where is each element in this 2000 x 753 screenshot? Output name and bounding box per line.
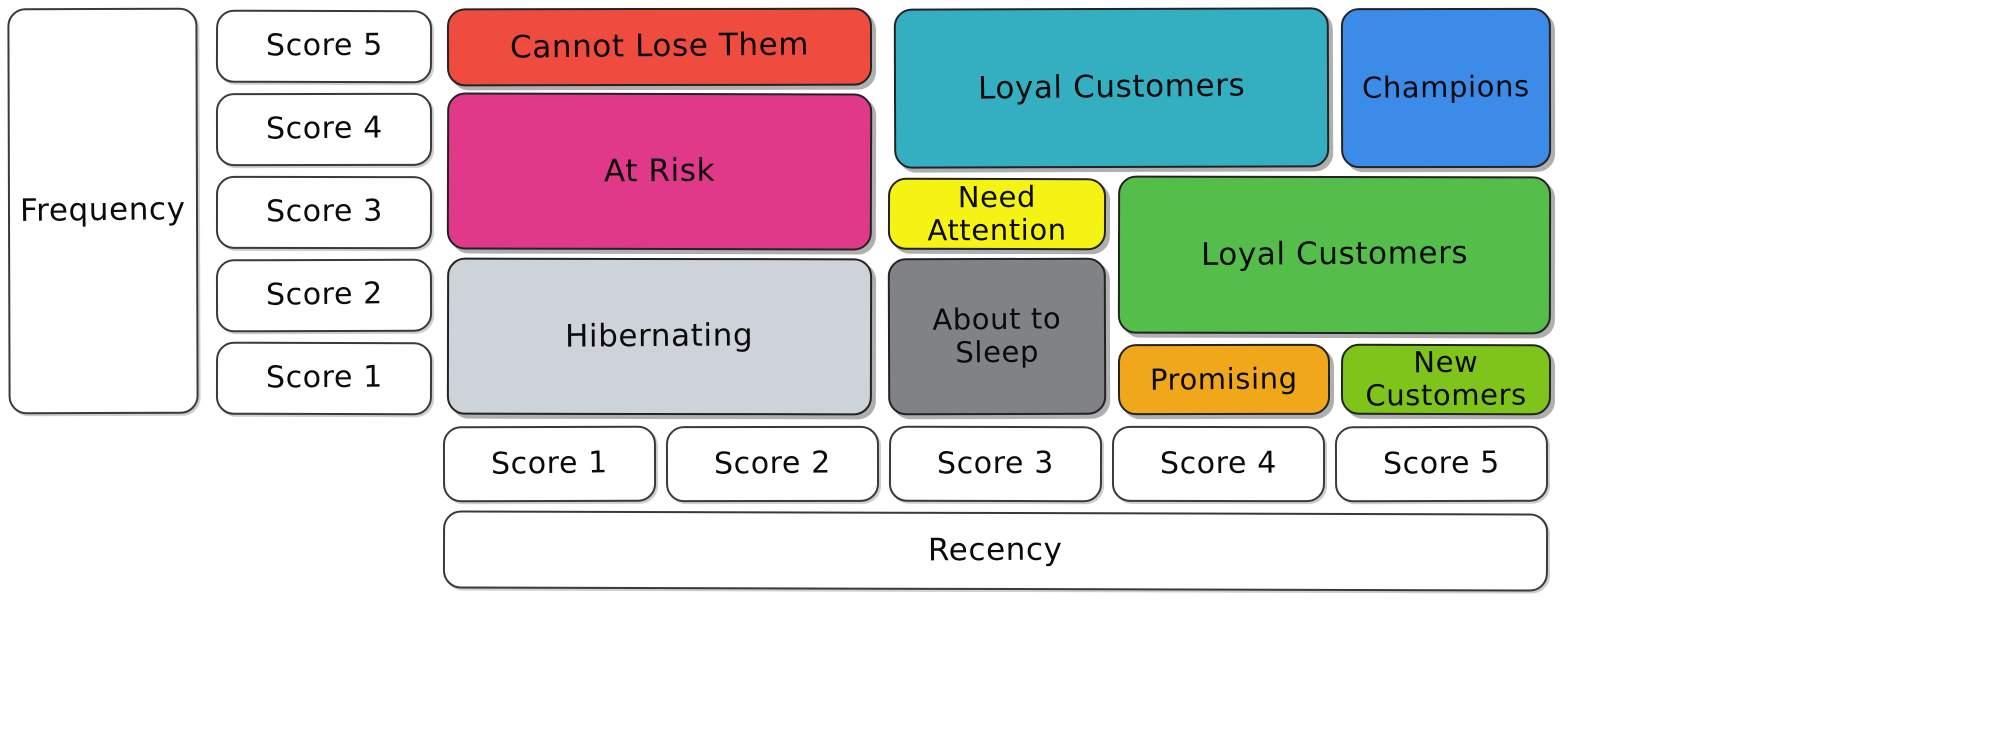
segment-new-customers[interactable]: New Customers: [1340, 343, 1552, 416]
segment-at-risk[interactable]: At Risk: [446, 92, 873, 251]
recency-axis-text: Recency: [928, 531, 1063, 569]
recency-score-3[interactable]: Score 3: [888, 425, 1103, 503]
recency-score-1[interactable]: Score 1: [442, 425, 657, 503]
frequency-score-2[interactable]: Score 2: [215, 258, 433, 333]
frequency-axis-label: Frequency: [7, 7, 199, 415]
segment-hibernating[interactable]: Hibernating: [446, 257, 873, 416]
segment-promising[interactable]: Promising: [1117, 343, 1331, 416]
frequency-axis-text: Frequency: [20, 191, 186, 230]
segment-loyal-customers-green[interactable]: Loyal Customers: [1117, 175, 1552, 335]
frequency-score-3[interactable]: Score 3: [215, 175, 433, 250]
segment-about-to-sleep[interactable]: About to Sleep: [887, 257, 1107, 416]
frequency-score-5[interactable]: Score 5: [215, 9, 433, 84]
segment-champions[interactable]: Champions: [1340, 7, 1552, 169]
recency-score-5[interactable]: Score 5: [1334, 425, 1549, 503]
recency-score-4[interactable]: Score 4: [1111, 425, 1326, 503]
frequency-score-1[interactable]: Score 1: [215, 341, 433, 416]
frequency-score-4[interactable]: Score 4: [215, 92, 433, 167]
recency-score-2[interactable]: Score 2: [665, 425, 880, 503]
segment-loyal-customers-teal[interactable]: Loyal Customers: [893, 7, 1330, 169]
recency-axis-label: Recency: [442, 510, 1549, 592]
segment-cannot-lose-them[interactable]: Cannot Lose Them: [446, 7, 873, 87]
segment-need-attention[interactable]: Need Attention: [887, 177, 1107, 251]
